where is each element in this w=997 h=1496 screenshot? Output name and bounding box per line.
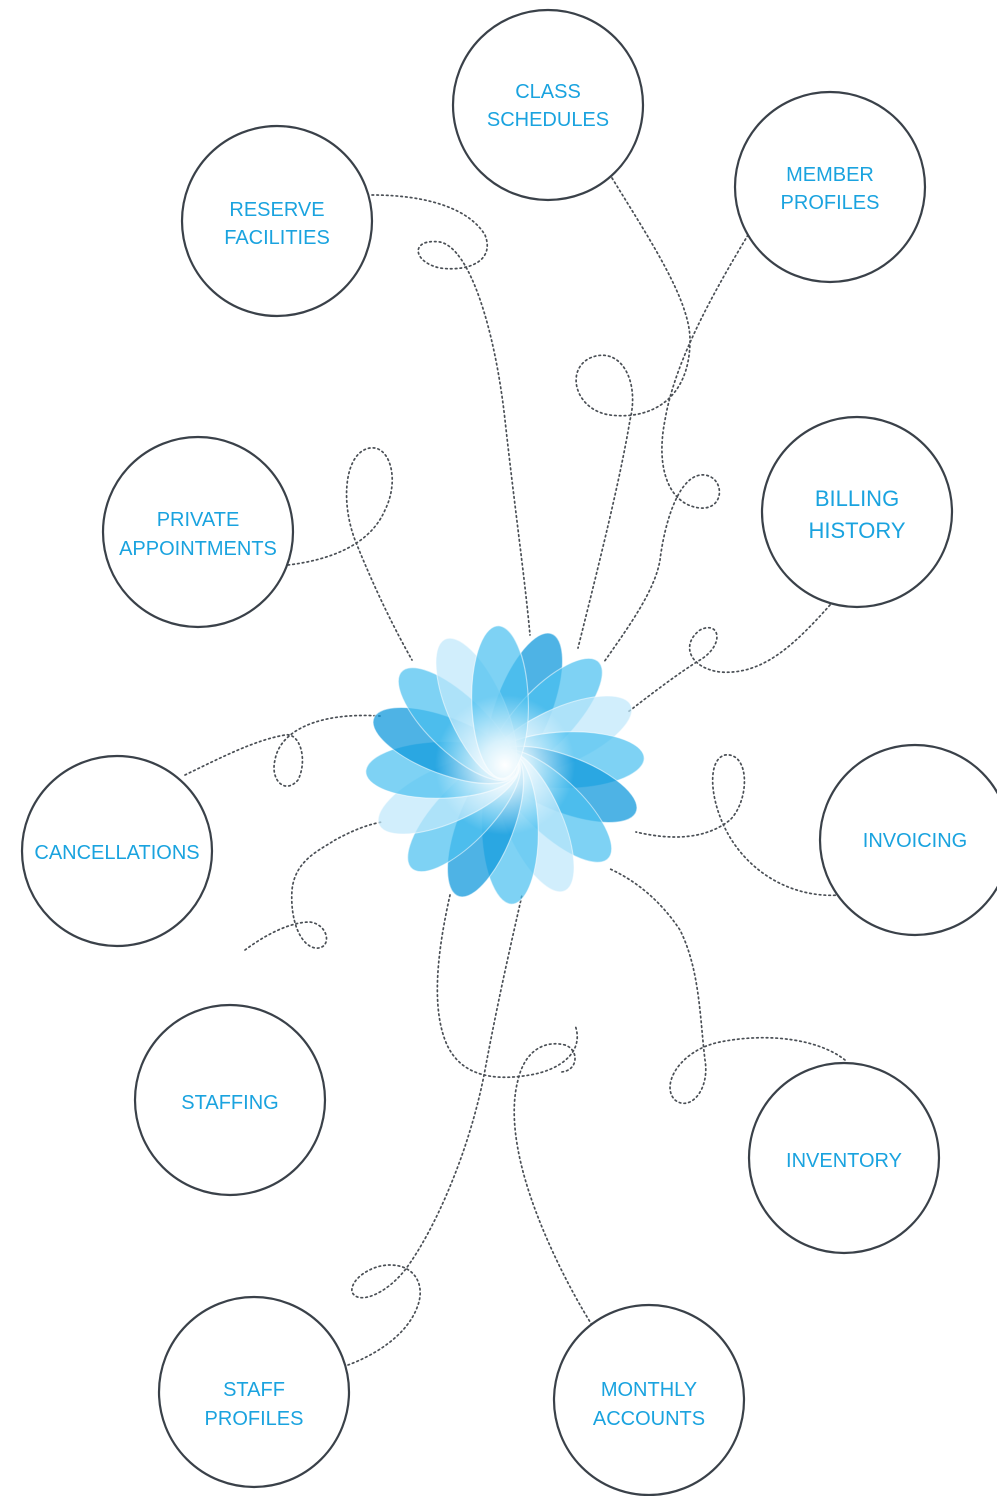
node-invoicing: INVOICING <box>818 743 997 937</box>
connector-cancellations <box>184 714 381 787</box>
connector-inventory <box>607 867 846 1105</box>
node-staff-profiles: STAFF PROFILES <box>157 1295 351 1489</box>
node-label-line1: PRIVATE <box>157 509 240 531</box>
connector-staffing <box>244 821 383 951</box>
node-label-line1: BILLING <box>815 486 899 511</box>
node-billing-history: BILLING HISTORY <box>760 415 954 609</box>
node-label-line1: STAFF <box>223 1379 285 1401</box>
flower-glow <box>435 695 575 835</box>
node-label-line1: INVOICING <box>863 830 967 852</box>
node-label-line1: CLASS <box>515 81 581 103</box>
node-label-line1: RESERVE <box>229 199 324 221</box>
node-label-line2: ACCOUNTS <box>593 1408 705 1430</box>
connector-member-profiles <box>603 234 749 663</box>
connector-billing-history <box>627 604 831 713</box>
node-label-line1: MEMBER <box>786 164 874 186</box>
connector-reserve-facilities <box>371 194 531 636</box>
node-label-line2: HISTORY <box>809 518 906 543</box>
node-label-line1: CANCELLATIONS <box>34 842 199 864</box>
connector-monthly-accounts <box>513 1043 593 1326</box>
node-class-schedules: CLASS SCHEDULES <box>451 8 645 202</box>
node-label-line1: STAFFING <box>181 1092 278 1114</box>
node-label-line2: SCHEDULES <box>487 109 609 131</box>
node-staffing: STAFFING <box>133 1003 327 1197</box>
node-inventory: INVENTORY <box>747 1061 941 1255</box>
connector-center-loop <box>436 894 578 1079</box>
connector-private-appointments <box>287 447 413 661</box>
connector-class-schedules <box>575 177 691 649</box>
connector-lines <box>184 177 846 1366</box>
node-label-line2: PROFILES <box>205 1408 304 1430</box>
node-cancellations: CANCELLATIONS <box>20 754 214 948</box>
node-label-line2: APPOINTMENTS <box>119 538 277 560</box>
node-label-line2: PROFILES <box>781 192 880 214</box>
center-flower <box>365 625 645 905</box>
node-label-line2: FACILITIES <box>224 227 330 249</box>
connector-staff-profiles <box>347 894 523 1366</box>
node-private-appointments: PRIVATE APPOINTMENTS <box>101 435 295 629</box>
node-label-line1: MONTHLY <box>601 1379 697 1401</box>
node-reserve-facilities: RESERVE FACILITIES <box>180 124 374 318</box>
node-label-line1: INVENTORY <box>786 1150 902 1172</box>
node-member-profiles: MEMBER PROFILES <box>733 90 927 284</box>
node-monthly-accounts: MONTHLY ACCOUNTS <box>552 1303 746 1496</box>
connector-invoicing <box>635 754 841 897</box>
